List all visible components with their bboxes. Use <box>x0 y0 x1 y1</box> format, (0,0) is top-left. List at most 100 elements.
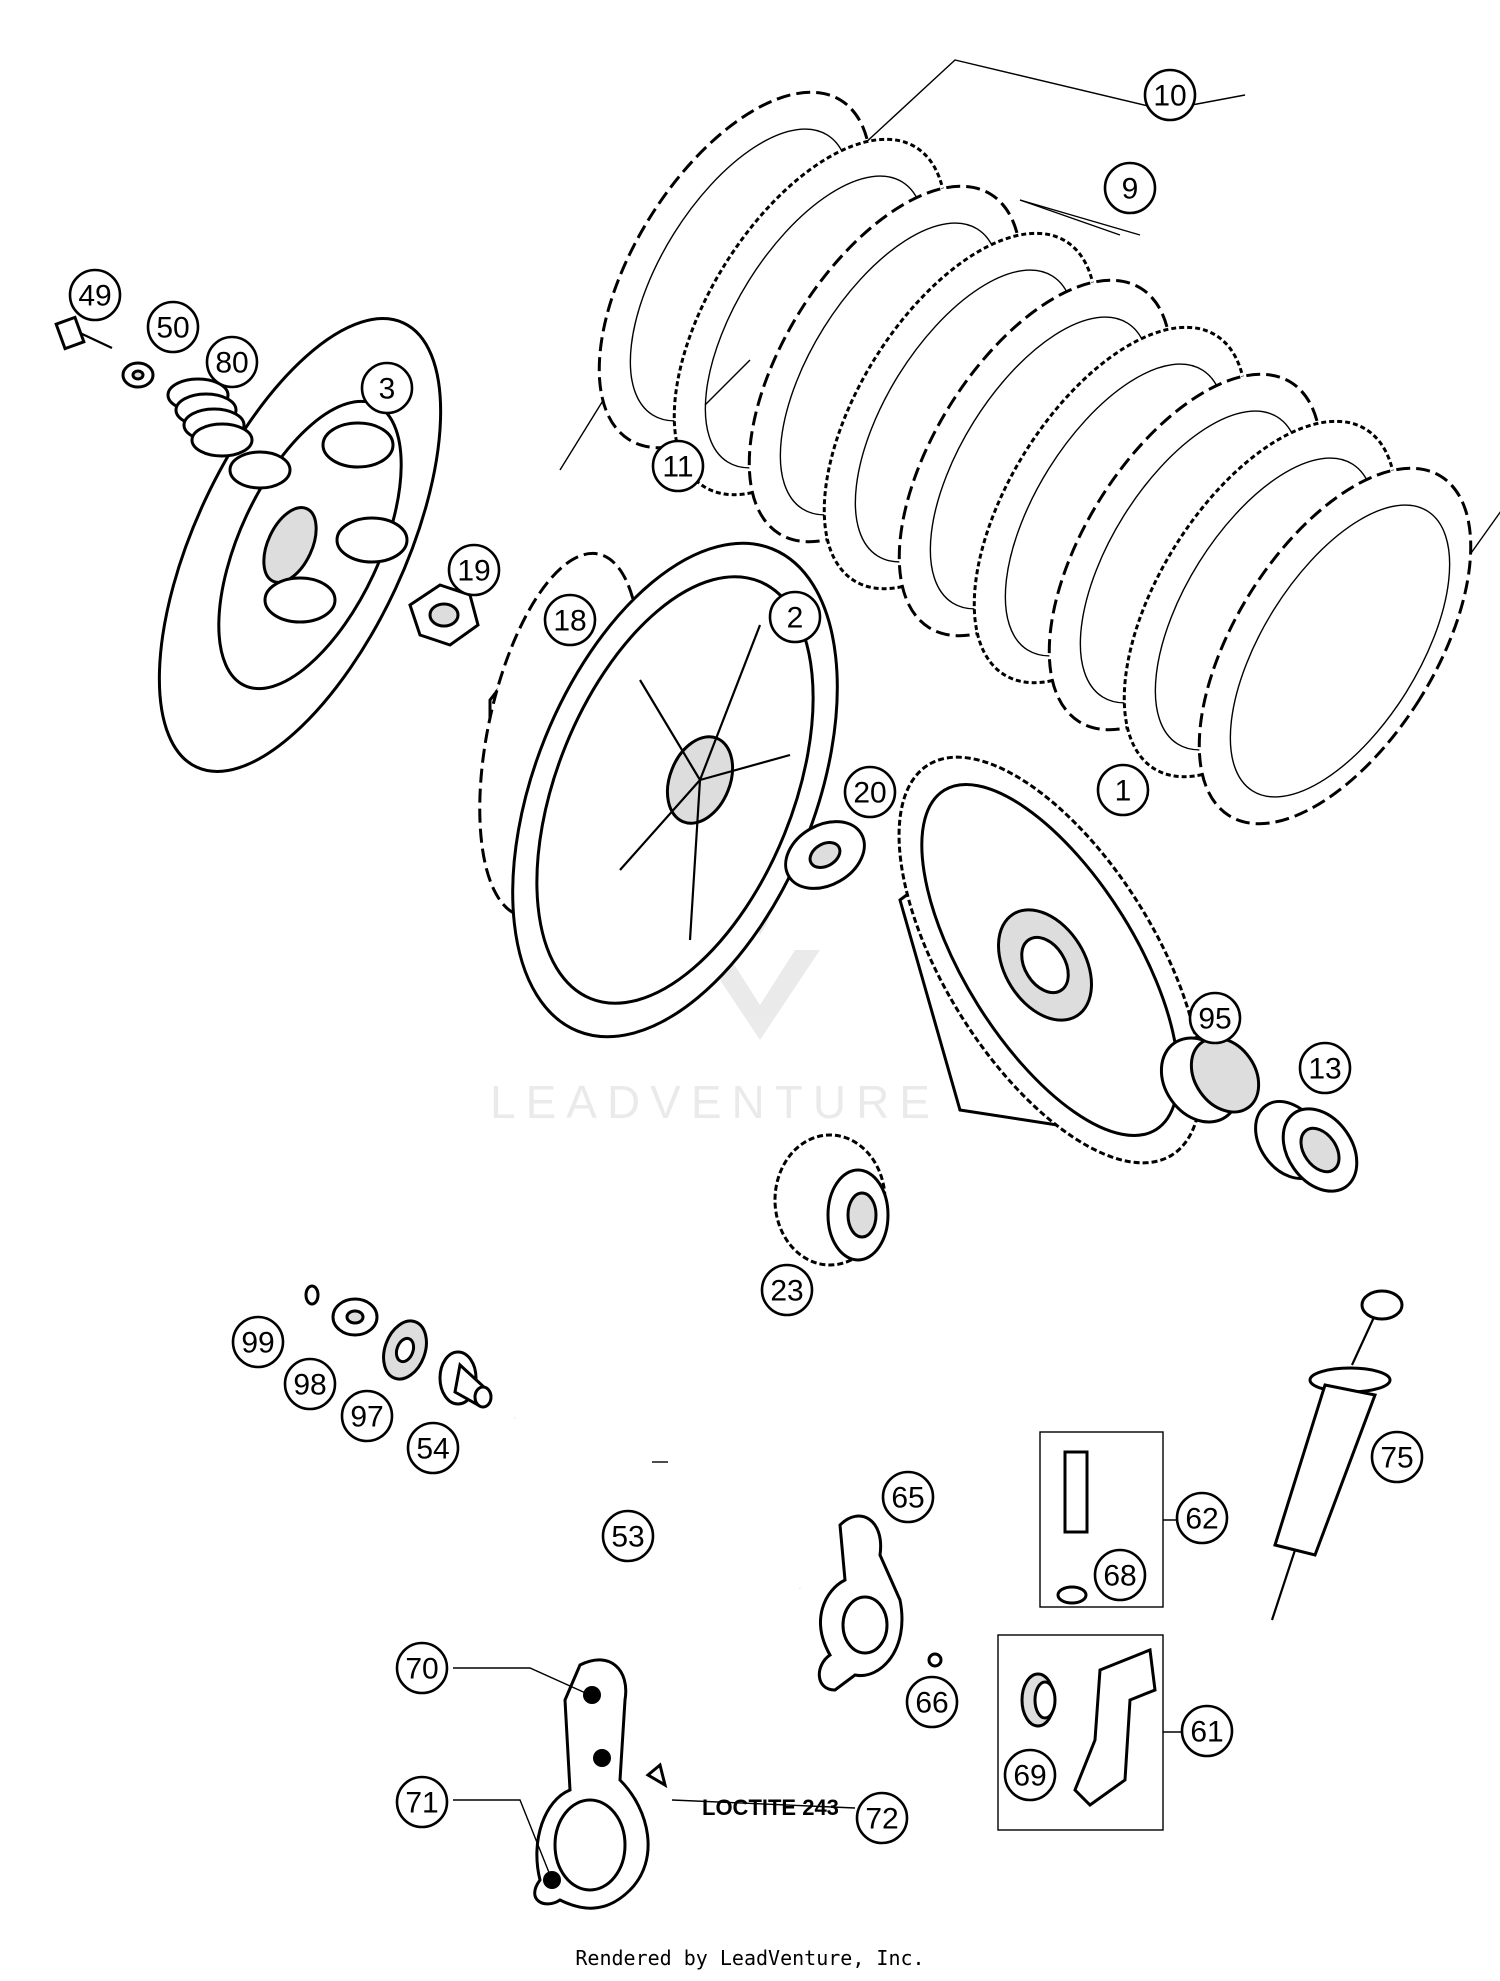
callout-number: 70 <box>405 1653 438 1686</box>
callout-number: 65 <box>891 1482 924 1515</box>
callout-number: 61 <box>1190 1716 1223 1749</box>
callout-circle <box>340 1389 394 1443</box>
callout-circle <box>768 590 822 644</box>
callout-61: 61 <box>1180 1704 1234 1758</box>
callout-circle <box>1175 1491 1229 1545</box>
callout-circle <box>601 1509 655 1563</box>
nut-19 <box>408 583 480 647</box>
callout-number: 95 <box>1198 1003 1231 1036</box>
callout-labels: 1239101113181920234950535461626566686970… <box>68 68 1424 1845</box>
callout-circle <box>395 1775 449 1829</box>
callout-circle <box>651 439 705 493</box>
callout-circle <box>283 1357 337 1411</box>
callout-circle <box>1103 161 1157 215</box>
leader-lines <box>453 199 1141 1881</box>
callout-49: 49 <box>68 268 122 322</box>
callout-circle <box>231 1315 285 1369</box>
callout-number: 23 <box>770 1275 803 1308</box>
callout-80: 80 <box>205 335 259 389</box>
callout-circle <box>1093 1548 1147 1602</box>
callout-68: 68 <box>1093 1548 1147 1602</box>
thrust-washer-20 <box>784 820 866 890</box>
callout-circle <box>205 335 259 389</box>
callout-number: 62 <box>1185 1503 1218 1536</box>
callout-number: 69 <box>1013 1760 1046 1793</box>
bushing-13 <box>1254 1100 1359 1193</box>
callout-circle <box>1003 1748 1057 1802</box>
callout-circle <box>68 268 122 322</box>
callout-11: 11 <box>651 439 705 493</box>
callout-circle <box>395 1641 449 1695</box>
callout-50: 50 <box>146 300 200 354</box>
callout-circle <box>1298 1041 1352 1095</box>
callout-13: 13 <box>1298 1041 1352 1095</box>
callout-9: 9 <box>1103 161 1157 215</box>
inner-clutch-hub <box>478 541 839 1039</box>
callout-69: 69 <box>1003 1748 1057 1802</box>
callout-circle <box>881 1470 935 1524</box>
gasket-65 <box>817 1514 904 1692</box>
callout-circle <box>855 1791 909 1845</box>
callout-number: 3 <box>379 373 396 406</box>
push-rod-53 <box>513 1415 802 1591</box>
callout-circle <box>1370 1430 1424 1484</box>
gear-23 <box>773 1133 890 1267</box>
callout-97: 97 <box>340 1389 394 1443</box>
callout-19: 19 <box>447 543 501 597</box>
callout-70: 70 <box>395 1641 449 1695</box>
callout-2: 2 <box>768 590 822 644</box>
ball-66 <box>927 1652 943 1668</box>
callout-95: 95 <box>1188 991 1242 1045</box>
callout-circle <box>905 1675 959 1729</box>
callout-circle <box>447 543 501 597</box>
washer-50 <box>121 361 155 389</box>
outer-clutch-basket <box>897 755 1203 1165</box>
callout-66: 66 <box>905 1675 959 1729</box>
callout-number: 2 <box>787 602 804 635</box>
pressure-piece-54 <box>438 1350 493 1409</box>
callout-number: 72 <box>865 1803 898 1836</box>
callout-number: 99 <box>241 1327 274 1360</box>
clutch-plate-stack <box>559 59 1500 826</box>
callout-number: 9 <box>1122 173 1139 206</box>
callout-62: 62 <box>1175 1491 1229 1545</box>
callout-number: 10 <box>1153 80 1186 113</box>
callout-number: 50 <box>156 312 189 345</box>
washer-98 <box>331 1297 379 1337</box>
callout-circle <box>360 361 414 415</box>
callout-circle <box>406 1421 460 1475</box>
callout-71: 71 <box>395 1775 449 1829</box>
circlip-99 <box>304 1284 320 1306</box>
callout-99: 99 <box>231 1315 285 1369</box>
callout-number: 66 <box>915 1687 948 1720</box>
callout-1: 1 <box>1096 763 1150 817</box>
callout-number: 49 <box>78 280 111 313</box>
needle-bearing-95 <box>1159 1036 1261 1124</box>
callout-circle <box>1096 763 1150 817</box>
callout-number: 68 <box>1103 1560 1136 1593</box>
callout-number: 13 <box>1308 1053 1341 1086</box>
footer-credit: Rendered by LeadVenture, Inc. <box>575 1946 925 1970</box>
callout-number: 97 <box>350 1401 383 1434</box>
loctite-label: LOCTITE 243 <box>702 1795 839 1820</box>
syringe-75 <box>1270 1289 1404 1621</box>
callout-circle <box>1143 68 1197 122</box>
thrust-bearing-97 <box>382 1319 428 1381</box>
bleeder-kit-62 <box>1039 1431 1180 1608</box>
callout-number: 75 <box>1380 1442 1413 1475</box>
callout-53: 53 <box>601 1509 655 1563</box>
callout-number: 11 <box>662 451 693 484</box>
callout-number: 18 <box>553 605 586 638</box>
callout-10: 10 <box>1143 68 1197 122</box>
slave-cylinder-61 <box>997 1634 1182 1831</box>
callout-circle <box>1180 1704 1234 1758</box>
callout-number: 80 <box>215 347 248 380</box>
callout-number: 98 <box>293 1369 326 1402</box>
callout-20: 20 <box>843 765 897 819</box>
spring-80 <box>166 377 254 458</box>
callout-75: 75 <box>1370 1430 1424 1484</box>
watermark-text: LEADVENTURE <box>490 1076 940 1128</box>
cover-plate <box>533 1658 668 1910</box>
callout-circle <box>146 300 200 354</box>
